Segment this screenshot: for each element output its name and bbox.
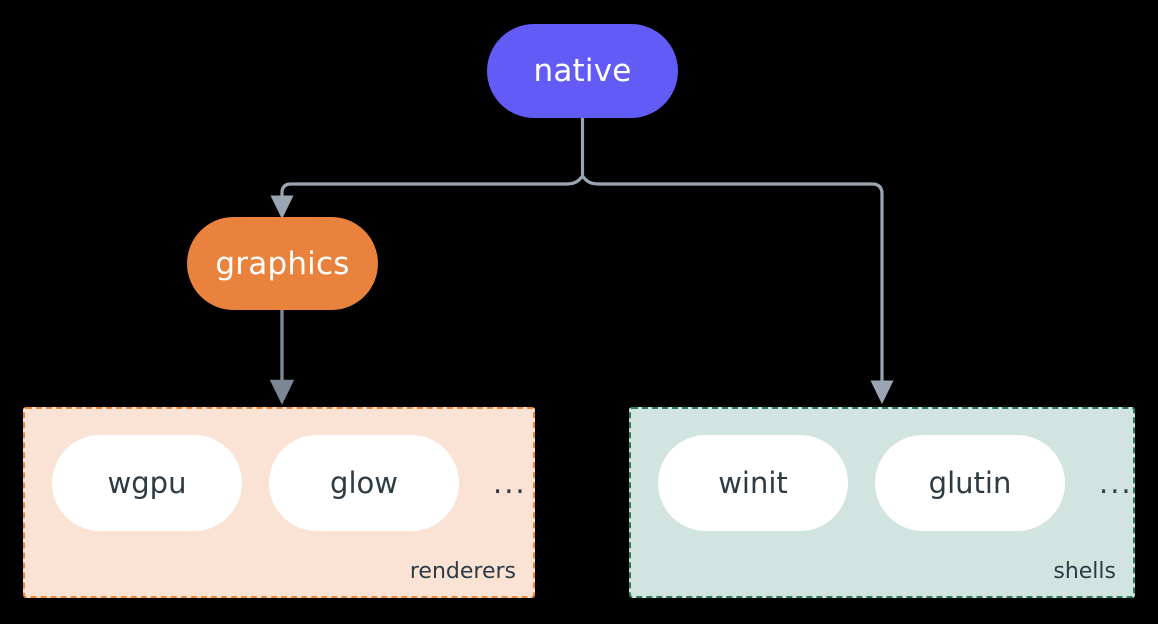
edge-native-to-graphics (270, 175, 584, 220)
shells-item-row: winit glutin ... (631, 435, 1133, 531)
edge-native-to-shells (581, 175, 894, 405)
list-item-glow[interactable]: glow (269, 435, 459, 531)
list-item-winit[interactable]: winit (658, 435, 848, 531)
node-native[interactable]: native (487, 24, 678, 118)
group-shells: winit glutin ... shells (629, 407, 1135, 598)
list-item-glutin[interactable]: glutin (875, 435, 1065, 531)
renderers-item-row: wgpu glow ... (25, 435, 527, 531)
list-item-wgpu[interactable]: wgpu (52, 435, 242, 531)
group-renderers: wgpu glow ... renderers (23, 407, 535, 598)
group-shells-label: shells (1053, 559, 1116, 584)
node-graphics[interactable]: graphics (187, 217, 378, 310)
node-graphics-label: graphics (215, 245, 350, 282)
list-item-label: winit (718, 466, 788, 500)
list-item-label: wgpu (107, 466, 187, 500)
shells-ellipsis: ... (1099, 466, 1133, 500)
renderers-ellipsis: ... (493, 466, 527, 500)
list-item-label: glutin (928, 466, 1012, 500)
list-item-label: glow (330, 466, 398, 500)
group-renderers-label: renderers (409, 559, 516, 584)
node-native-label: native (533, 53, 632, 89)
